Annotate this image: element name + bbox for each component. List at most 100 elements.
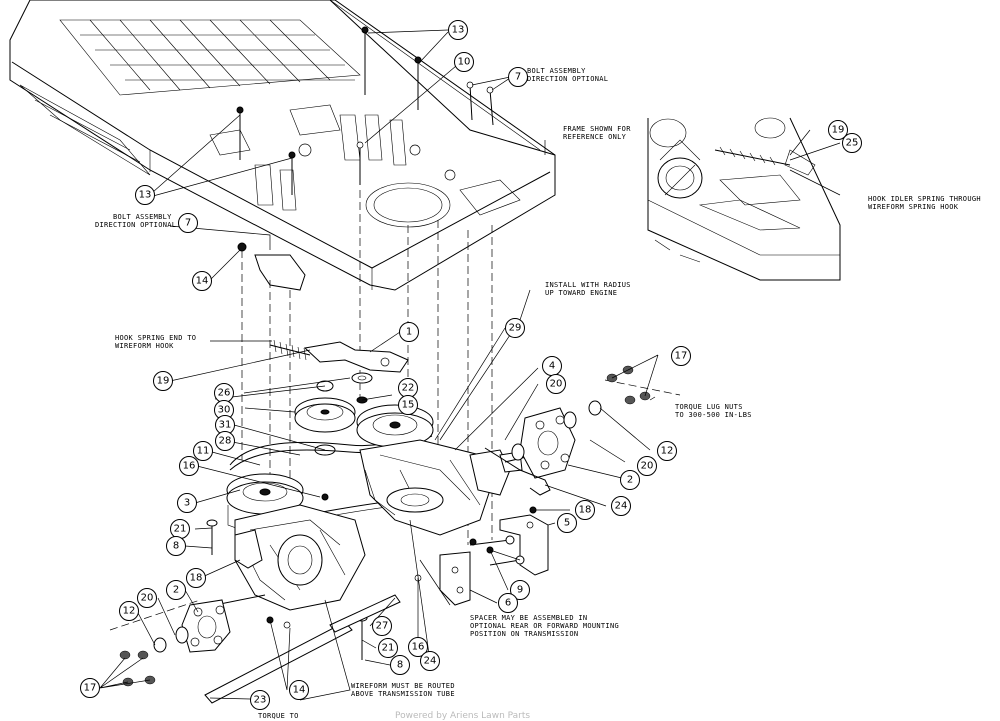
svg-text:4: 4 <box>549 361 555 372</box>
callout-31: 31 <box>215 415 235 435</box>
callout-7: 7 <box>508 67 528 87</box>
svg-text:POSITION ON TRANSMISSION: POSITION ON TRANSMISSION <box>470 630 578 638</box>
callout-20: 20 <box>546 374 566 394</box>
svg-text:7: 7 <box>515 72 521 83</box>
svg-text:13: 13 <box>139 190 152 201</box>
left-lug-nuts <box>119 650 156 687</box>
note-spacer: SPACER MAY BE ASSEMBLED IN <box>470 614 587 622</box>
svg-text:3: 3 <box>184 498 190 509</box>
callout-11: 11 <box>193 441 213 461</box>
note-hook-spring-end: HOOK SPRING END TO <box>115 334 196 342</box>
svg-text:12: 12 <box>661 446 674 457</box>
callout-15: 15 <box>398 395 418 415</box>
notes: BOLT ASSEMBLY DIRECTION OPTIONAL FRAME S… <box>95 67 981 721</box>
callout-9: 9 <box>510 580 530 600</box>
callout-3: 3 <box>177 493 197 513</box>
svg-text:TO 300-500 IN-LBS: TO 300-500 IN-LBS <box>675 411 752 419</box>
callout-17: 17 <box>671 346 691 366</box>
svg-text:OPTIONAL REAR OR FORWARD MOUNT: OPTIONAL REAR OR FORWARD MOUNTING <box>470 622 619 630</box>
callout-4: 4 <box>542 356 562 376</box>
svg-text:18: 18 <box>579 505 592 516</box>
svg-text:ABOVE TRANSMISSION TUBE: ABOVE TRANSMISSION TUBE <box>351 690 455 698</box>
callout-25: 25 <box>842 133 862 153</box>
svg-text:20: 20 <box>641 461 654 472</box>
note-torque-to: TORQUE TO <box>258 712 299 720</box>
callout-10: 10 <box>454 52 474 72</box>
svg-text:16: 16 <box>412 642 425 653</box>
callout-27: 27 <box>372 616 392 636</box>
callout-8: 8 <box>166 536 186 556</box>
callout-21: 21 <box>170 519 190 539</box>
callout-2: 2 <box>166 580 186 600</box>
callout-28: 28 <box>215 431 235 451</box>
callout-26: 26 <box>214 383 234 403</box>
svg-text:6: 6 <box>505 598 511 609</box>
callout-8: 8 <box>390 655 410 675</box>
left-transmission <box>214 504 366 611</box>
callout-29: 29 <box>505 318 525 338</box>
svg-text:WIREFORM HOOK: WIREFORM HOOK <box>115 342 174 350</box>
svg-text:16: 16 <box>183 461 196 472</box>
wireform <box>484 447 551 496</box>
callout-13: 13 <box>135 185 155 205</box>
callout-22: 22 <box>398 378 418 398</box>
transmission-tubes <box>204 594 401 704</box>
callout-23: 23 <box>250 690 270 710</box>
left-wheel-hub <box>153 599 231 653</box>
callout-17: 17 <box>80 678 100 698</box>
note-bolt-assembly-top: BOLT ASSEMBLY <box>527 67 586 75</box>
spacers <box>316 372 373 404</box>
callouts: 13 10 7 13 7 14 19 25 1 29 19 26 22 30 1… <box>80 20 862 710</box>
frame-mount-bracket <box>254 254 306 291</box>
callout-12: 12 <box>119 601 139 621</box>
svg-text:17: 17 <box>675 351 688 362</box>
callout-16: 16 <box>408 637 428 657</box>
leader-lines <box>99 29 841 701</box>
callout-5: 5 <box>557 513 577 533</box>
svg-text:11: 11 <box>197 446 210 457</box>
svg-text:REFERENCE ONLY: REFERENCE ONLY <box>563 133 627 141</box>
svg-text:19: 19 <box>157 376 170 387</box>
svg-text:DIRECTION OPTIONAL: DIRECTION OPTIONAL <box>95 221 176 229</box>
svg-text:31: 31 <box>219 420 232 431</box>
svg-text:18: 18 <box>190 573 203 584</box>
svg-text:13: 13 <box>452 25 465 36</box>
callout-24: 24 <box>420 651 440 671</box>
svg-text:22: 22 <box>402 383 415 394</box>
note-frame-reference: FRAME SHOWN FOR <box>563 125 631 133</box>
right-transmission <box>359 439 536 536</box>
callout-7: 7 <box>178 213 198 233</box>
svg-text:24: 24 <box>424 656 437 667</box>
svg-text:10: 10 <box>458 57 471 68</box>
inset-view <box>647 117 841 281</box>
brackets <box>439 514 549 606</box>
note-wireform-routing: WIREFORM MUST BE ROUTED <box>351 682 455 690</box>
callout-1: 1 <box>399 322 419 342</box>
callout-18: 18 <box>186 568 206 588</box>
left-transmission-pulley <box>226 473 304 536</box>
note-bolt-assembly-left: BOLT ASSEMBLY <box>113 213 172 221</box>
top-bolts <box>236 26 494 252</box>
svg-text:UP TOWARD ENGINE: UP TOWARD ENGINE <box>545 289 617 297</box>
frame-openings <box>209 104 521 228</box>
svg-text:28: 28 <box>219 436 232 447</box>
svg-text:14: 14 <box>196 276 209 287</box>
svg-text:27: 27 <box>376 621 389 632</box>
callout-12: 12 <box>657 441 677 461</box>
svg-text:DIRECTION OPTIONAL: DIRECTION OPTIONAL <box>527 75 608 83</box>
svg-text:23: 23 <box>254 695 267 706</box>
note-install-radius: INSTALL WITH RADIUS <box>545 281 631 289</box>
svg-text:2: 2 <box>627 475 633 486</box>
svg-text:14: 14 <box>293 685 306 696</box>
callout-19: 19 <box>153 371 173 391</box>
callout-18: 18 <box>575 500 595 520</box>
callout-19: 19 <box>828 120 848 140</box>
callout-30: 30 <box>214 400 234 420</box>
callout-16: 16 <box>179 456 199 476</box>
svg-text:9: 9 <box>517 585 523 596</box>
callout-2: 2 <box>620 470 640 490</box>
svg-text:21: 21 <box>174 524 187 535</box>
svg-text:WIREFORM SPRING HOOK: WIREFORM SPRING HOOK <box>868 203 959 211</box>
svg-text:8: 8 <box>397 660 403 671</box>
